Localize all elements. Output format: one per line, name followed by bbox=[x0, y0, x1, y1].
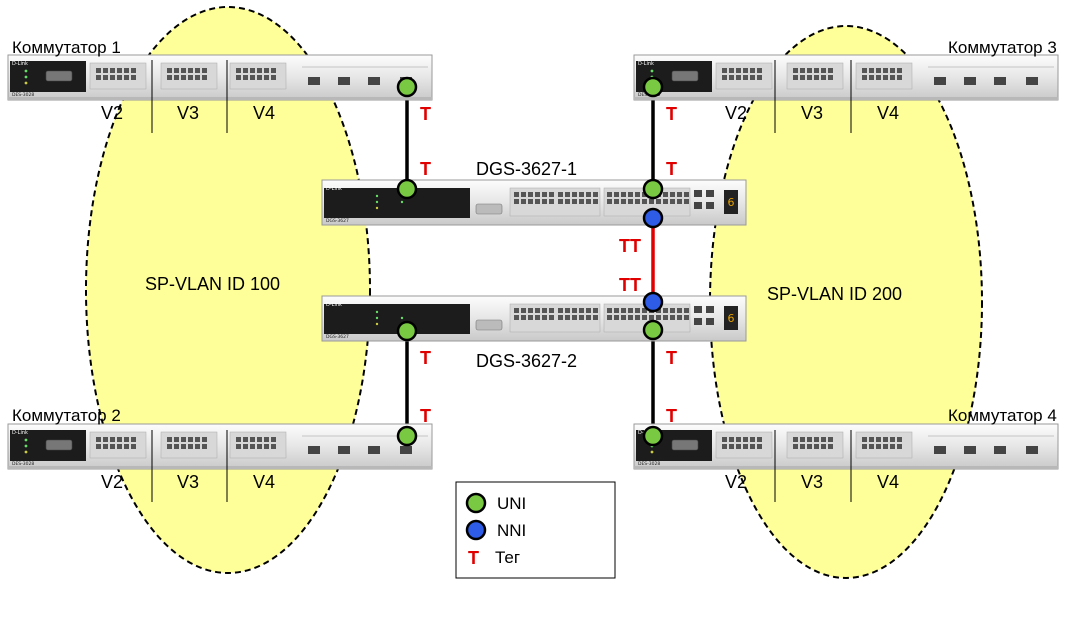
switch-4-port-v4: V4 bbox=[877, 472, 899, 492]
switch-2-port-v3: V3 bbox=[177, 472, 199, 492]
double-tag-label: TT bbox=[619, 275, 641, 295]
sp-vlan-200-label: SP-VLAN ID 200 bbox=[767, 284, 902, 304]
legend-uni-marker bbox=[465, 492, 487, 514]
switch-3-port-v3: V3 bbox=[801, 103, 823, 123]
switch-4-title: Коммутатор 4 bbox=[948, 406, 1057, 425]
switch-3-port-v2: V2 bbox=[725, 103, 747, 123]
switch-2-port-v2: V2 bbox=[101, 472, 123, 492]
uni-port-marker bbox=[396, 76, 418, 98]
core-switch-2-brand: D-Link bbox=[326, 302, 342, 308]
tag-label: T bbox=[666, 406, 677, 426]
switch-4-model: DES-3028 bbox=[638, 461, 660, 467]
uni-port-marker bbox=[396, 425, 418, 447]
switch-2: D-Link DES-3028 Коммутатор 2 V2 V3 V4 bbox=[8, 406, 432, 502]
sp-vlan-100-label: SP-VLAN ID 100 bbox=[145, 274, 280, 294]
switch-1-title: Коммутатор 1 bbox=[12, 38, 121, 57]
core-switch-1-chassis bbox=[322, 180, 746, 225]
tag-label: T bbox=[666, 159, 677, 179]
switch-1: D-Link DES-3028 Коммутатор 1 V2 V3 V4 bbox=[8, 38, 432, 133]
legend-nni-marker bbox=[465, 519, 487, 541]
nni-port-marker bbox=[642, 207, 664, 229]
core-switch-2-chassis bbox=[322, 296, 746, 341]
uni-port-marker bbox=[396, 178, 418, 200]
core-switch-2-title: DGS-3627-2 bbox=[476, 351, 577, 371]
legend-nni-label: NNI bbox=[497, 521, 526, 540]
double-tag-label: TT bbox=[619, 236, 641, 256]
uni-port-marker bbox=[642, 319, 664, 341]
switch-4-port-v2: V2 bbox=[725, 472, 747, 492]
switch-1-port-v2: V2 bbox=[101, 103, 123, 123]
tag-label: T bbox=[666, 348, 677, 368]
switch-3-port-v4: V4 bbox=[877, 103, 899, 123]
core-switch-2: D-Link DGS-3627 DGS-3627-2 bbox=[322, 296, 746, 371]
uni-port-marker bbox=[642, 178, 664, 200]
core-switch-2-model: DGS-3627 bbox=[326, 334, 349, 340]
switch-2-chassis bbox=[8, 424, 432, 469]
tag-label: T bbox=[420, 104, 431, 124]
switch-3-brand: D-Link bbox=[638, 61, 654, 67]
switch-3-chassis bbox=[634, 55, 1058, 100]
tag-label: T bbox=[420, 406, 431, 426]
tag-label: T bbox=[420, 348, 431, 368]
switch-2-port-v4: V4 bbox=[253, 472, 275, 492]
legend-uni-label: UNI bbox=[497, 494, 526, 513]
switch-3-title: Коммутатор 3 bbox=[948, 38, 1057, 57]
core-switch-1-brand: D-Link bbox=[326, 186, 342, 192]
switch-2-model: DES-3028 bbox=[12, 461, 34, 467]
switch-4: D-Link DES-3028 Коммутатор 4 V2 V3 V4 bbox=[634, 406, 1058, 502]
uni-port-marker bbox=[642, 76, 664, 98]
legend-tag-symbol: T bbox=[468, 548, 479, 568]
tag-label: T bbox=[666, 104, 677, 124]
switch-1-model: DES-3028 bbox=[12, 92, 34, 98]
switch-4-port-v3: V3 bbox=[801, 472, 823, 492]
core-switch-1-title: DGS-3627-1 bbox=[476, 159, 577, 179]
switch-1-chassis bbox=[8, 55, 432, 100]
switch-2-title: Коммутатор 2 bbox=[12, 406, 121, 425]
switch-1-brand: D-Link bbox=[12, 61, 28, 67]
tag-label: T bbox=[420, 159, 431, 179]
core-switch-1-model: DGS-3627 bbox=[326, 218, 349, 224]
switch-4-chassis bbox=[634, 424, 1058, 469]
switch-1-port-v4: V4 bbox=[253, 103, 275, 123]
uni-port-marker bbox=[396, 320, 418, 342]
nni-port-marker bbox=[642, 291, 664, 313]
switch-2-brand: D-Link bbox=[12, 430, 28, 436]
uni-port-marker bbox=[642, 425, 664, 447]
core-switch-1: D-Link DGS-3627 DGS-3627-1 bbox=[322, 159, 746, 225]
switch-1-port-v3: V3 bbox=[177, 103, 199, 123]
legend: UNI NNI T Тег bbox=[455, 481, 616, 579]
legend-tag-label: Тег bbox=[495, 548, 520, 567]
